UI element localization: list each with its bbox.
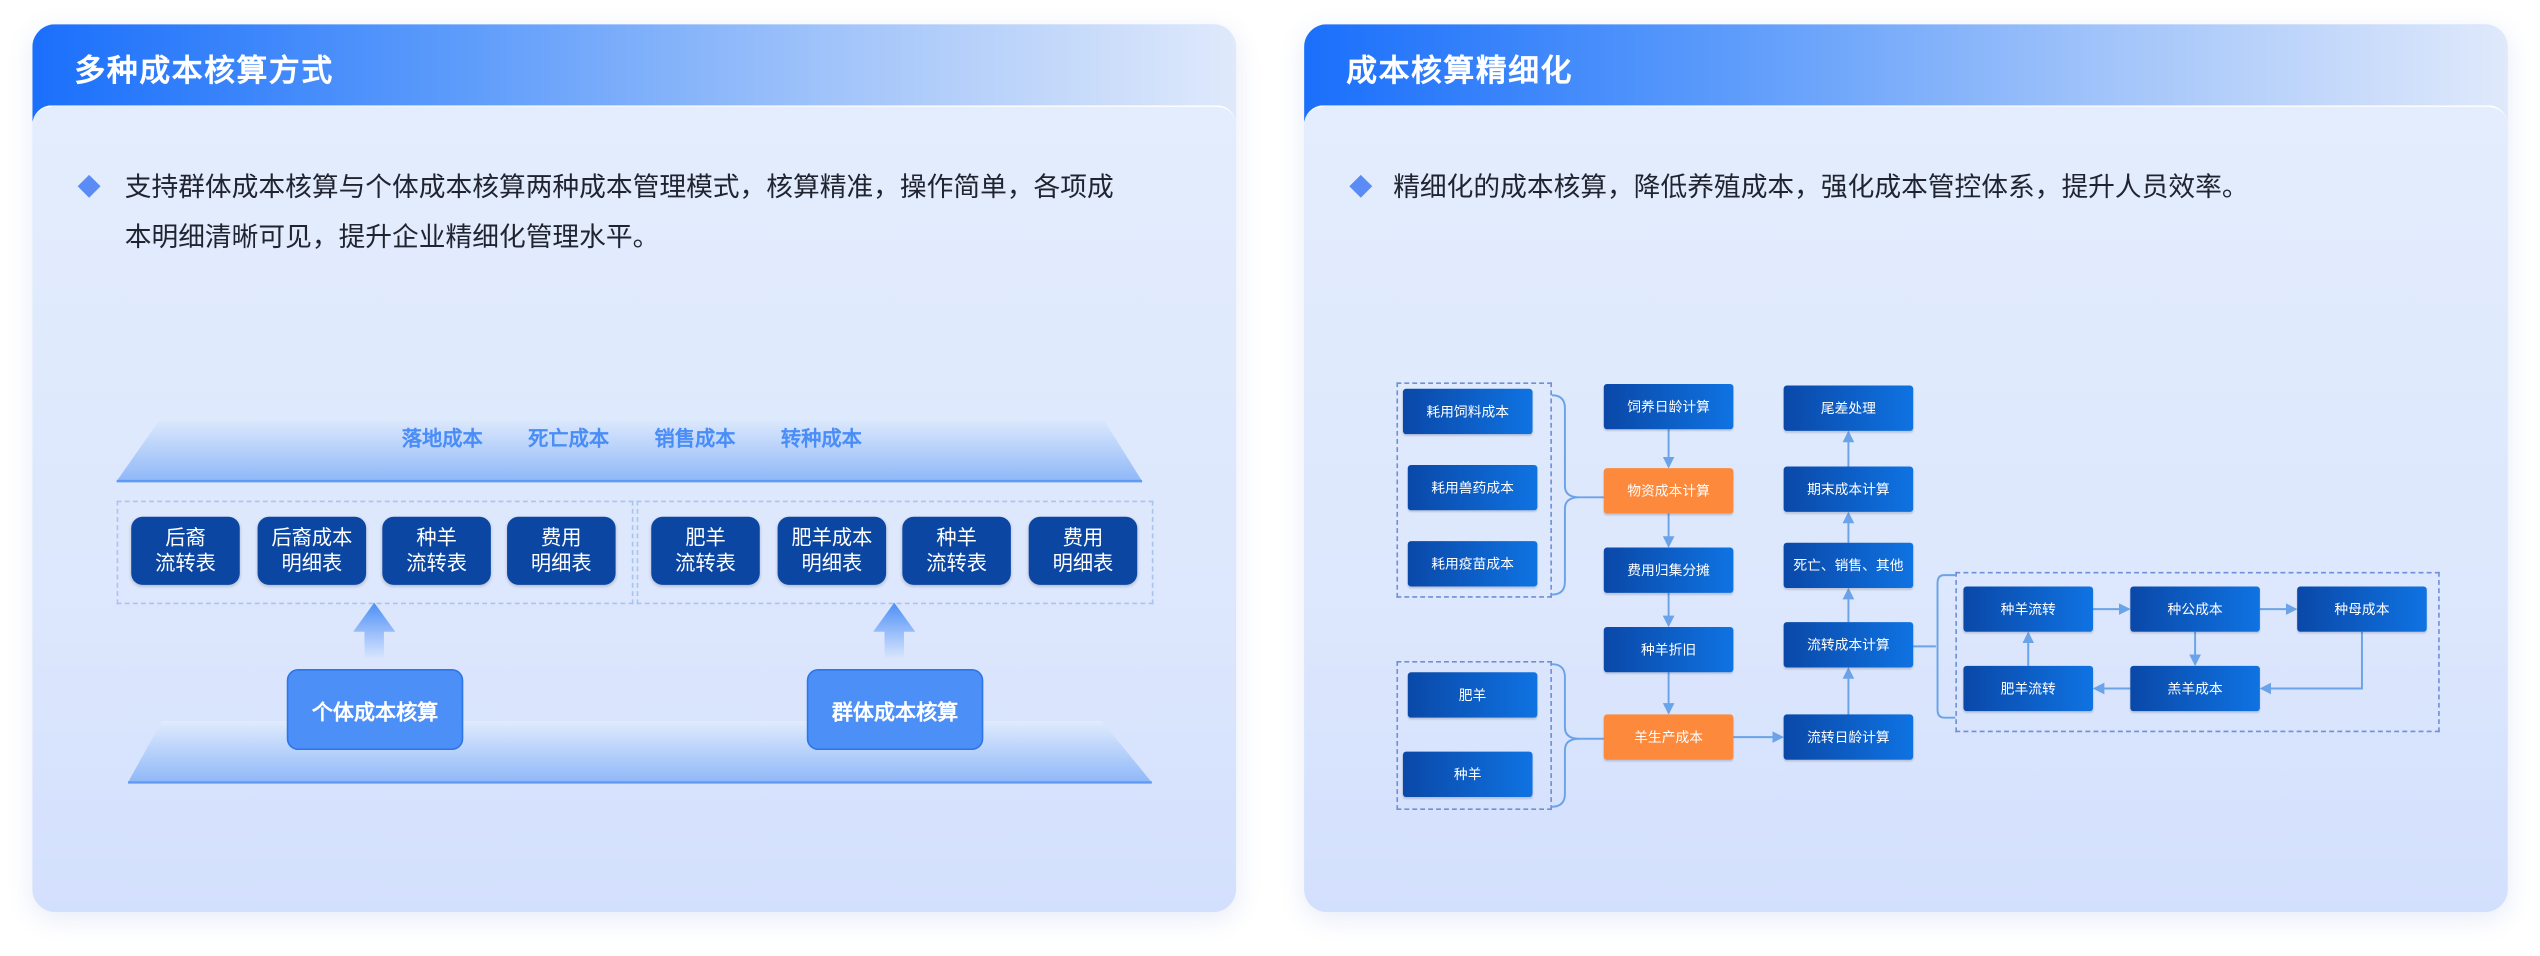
flow-node: 种羊折旧	[1603, 626, 1734, 673]
bracket	[1551, 394, 1604, 596]
flow-node: 羔羊成本	[2130, 665, 2260, 712]
report-button[interactable]: 后裔成本明细表	[257, 516, 367, 585]
sheep-group	[1396, 660, 1552, 810]
report-button[interactable]: 肥羊流转表	[651, 516, 760, 585]
top-platform	[116, 416, 1143, 482]
flow-node: 肥羊	[1407, 672, 1538, 718]
circulation-group	[1955, 571, 2440, 733]
report-label: 流转表	[155, 550, 216, 576]
flow-node: 死亡、销售、其他	[1783, 542, 1914, 589]
report-label: 明细表	[801, 550, 863, 576]
card-title: 多种成本核算方式	[74, 53, 334, 90]
report-label: 后裔成本	[271, 524, 353, 550]
report-label: 后裔	[165, 524, 206, 550]
description-line: 支持群体成本核算与个体成本核算两种成本管理模式，核算精准，操作简单，各项成	[124, 171, 1114, 203]
card-header: 成本核算精细化	[1304, 24, 2508, 122]
flow-node: 流转日龄计算	[1783, 714, 1914, 760]
report-label: 种羊	[936, 524, 977, 550]
report-label: 流转表	[406, 550, 467, 576]
report-button[interactable]: 费用明细表	[1028, 516, 1138, 585]
materials-group	[1396, 382, 1552, 598]
flow-node: 种羊流转	[1963, 586, 2094, 632]
flow-node: 尾差处理	[1783, 385, 1914, 431]
top-label: 转种成本	[780, 426, 862, 451]
report-button[interactable]: 种羊流转表	[382, 516, 491, 585]
flow-node: 耗用疫苗成本	[1407, 541, 1538, 587]
report-label: 费用	[1062, 524, 1104, 550]
flow-node: 种公成本	[2130, 586, 2260, 632]
card-header: 多种成本核算方式	[32, 24, 1237, 122]
flow-node: 种羊	[1402, 751, 1533, 798]
top-label: 落地成本	[401, 426, 483, 451]
group-cost-button[interactable]: 群体成本核算	[806, 669, 984, 751]
report-label: 明细表	[530, 550, 592, 576]
report-label: 明细表	[281, 550, 343, 576]
arrow-up-icon	[873, 602, 916, 660]
report-button[interactable]: 后裔流转表	[131, 516, 240, 585]
bracket	[1913, 574, 1956, 719]
flow-node: 种母成本	[2297, 586, 2427, 632]
report-button[interactable]: 种羊流转表	[902, 516, 1011, 585]
report-label: 种羊	[416, 524, 457, 550]
flow-node: 流转成本计算	[1783, 622, 1914, 668]
top-label: 死亡成本	[528, 426, 610, 451]
top-label: 销售成本	[654, 426, 736, 451]
report-button[interactable]: 费用明细表	[507, 516, 616, 585]
report-button[interactable]: 肥羊成本明细表	[777, 516, 887, 585]
report-label: 肥羊成本	[791, 524, 873, 550]
report-label: 费用	[541, 524, 582, 550]
flow-node: 肥羊流转	[1963, 665, 2094, 712]
report-label: 流转表	[675, 550, 736, 576]
flow-node-highlight: 羊生产成本	[1603, 714, 1734, 760]
report-label: 流转表	[926, 550, 987, 576]
arrow-up-icon	[353, 602, 396, 660]
individual-cost-button[interactable]: 个体成本核算	[286, 669, 464, 751]
flow-node: 耗用兽药成本	[1407, 464, 1538, 511]
individual-report-group	[116, 500, 634, 605]
flow-node: 饲养日龄计算	[1603, 383, 1734, 430]
report-label: 明细表	[1052, 550, 1114, 576]
flow-node: 期末成本计算	[1783, 466, 1914, 512]
description-line: 本明细清晰可见，提升企业精细化管理水平。	[124, 221, 660, 253]
card-description: 支持群体成本核算与个体成本核算两种成本管理模式，核算精准，操作简单，各项成 本明…	[125, 162, 1114, 262]
bracket	[1551, 663, 1604, 808]
flow-node: 费用归集分摊	[1603, 547, 1734, 593]
card-title: 成本核算精细化	[1346, 53, 1574, 90]
report-label: 肥羊	[685, 524, 726, 550]
group-report-group	[636, 500, 1154, 605]
card-description: 精细化的成本核算，降低养殖成本，强化成本管控体系，提升人员效率。	[1393, 171, 2249, 203]
flow-node-highlight: 物资成本计算	[1603, 468, 1734, 514]
flow-node: 耗用饲料成本	[1402, 388, 1533, 435]
